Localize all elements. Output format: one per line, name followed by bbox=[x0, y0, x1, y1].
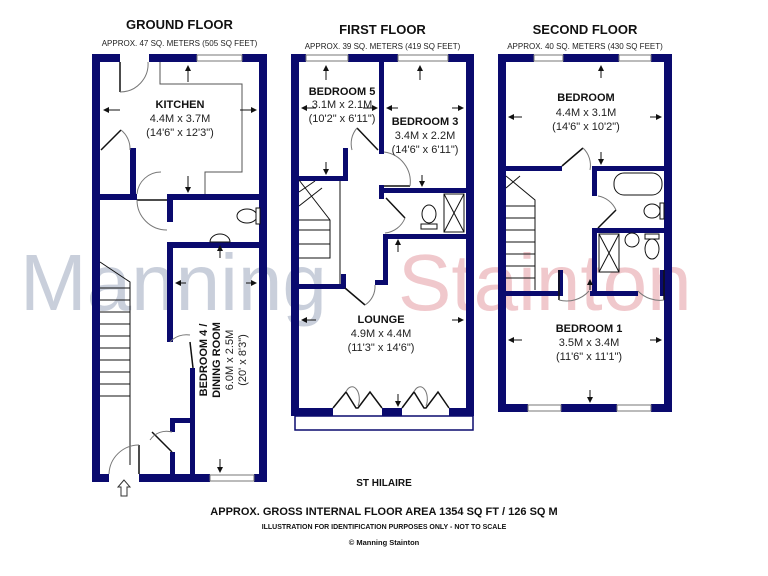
first-floor-title: FIRST FLOOR bbox=[339, 22, 426, 37]
room-imperial-bedroom1: (11'6" x 11'1") bbox=[556, 351, 622, 363]
room-imperial-bedroom3: (14'6" x 6'11") bbox=[392, 144, 459, 156]
room-name-bedroom4-line2: DINING ROOM bbox=[211, 322, 223, 398]
room-name-lounge: LOUNGE bbox=[357, 314, 404, 326]
first-floor-details bbox=[294, 54, 474, 431]
room-metric-bedroom4: 6.0M x 2.5M bbox=[224, 330, 236, 391]
disclaimer: ILLUSTRATION FOR IDENTIFICATION PURPOSES… bbox=[261, 524, 507, 531]
room-name-bedroom1: BEDROOM 1 bbox=[556, 323, 623, 335]
second-floor-details bbox=[505, 54, 665, 412]
ground-floor-details bbox=[99, 54, 261, 482]
ground-floor-title: GROUND FLOOR bbox=[126, 17, 233, 32]
watermark-manning: Manning bbox=[20, 238, 327, 327]
gross-floor-area: APPROX. GROSS INTERNAL FLOOR AREA 1354 S… bbox=[210, 506, 558, 518]
first-floor-area: APPROX. 39 SQ. METERS (419 SQ FEET) bbox=[304, 42, 461, 51]
second-floor-area: APPROX. 40 SQ. METERS (430 SQ FEET) bbox=[507, 42, 663, 51]
room-imperial-bedroom-second: (14'6" x 10'2") bbox=[552, 121, 620, 133]
room-metric-bedroom1: 3.5M x 3.4M bbox=[559, 337, 620, 349]
room-name-bedroom-second: BEDROOM bbox=[557, 92, 614, 104]
room-imperial-bedroom5: (10'2" x 6'11") bbox=[309, 113, 376, 125]
copyright: © Manning Stainton bbox=[348, 538, 420, 547]
ground-floor-area: APPROX. 47 SQ. METERS (505 SQ FEET) bbox=[101, 39, 258, 48]
room-name-bedroom4-line1: BEDROOM 4 / bbox=[198, 324, 210, 397]
entrance-arrow-icon bbox=[116, 479, 132, 497]
room-metric-lounge: 4.9M x 4.4M bbox=[351, 328, 412, 340]
room-name-bedroom5: BEDROOM 5 bbox=[309, 86, 376, 98]
room-metric-bedroom5: 3.1M x 2.1M bbox=[312, 99, 373, 111]
room-imperial-kitchen: (14'6" x 12'3") bbox=[146, 127, 214, 139]
first-floor-plan bbox=[291, 54, 474, 416]
room-metric-bedroom-second: 4.4M x 3.1M bbox=[556, 107, 617, 119]
room-name-bedroom3: BEDROOM 3 bbox=[392, 116, 459, 128]
room-metric-bedroom3: 3.4M x 2.2M bbox=[395, 130, 456, 142]
watermark-stainton: Stainton bbox=[398, 238, 692, 327]
room-name-kitchen: KITCHEN bbox=[156, 99, 205, 111]
room-imperial-lounge: (11'3" x 14'6") bbox=[348, 342, 415, 354]
property-name: ST HILAIRE bbox=[356, 478, 412, 489]
second-floor-title: SECOND FLOOR bbox=[532, 22, 638, 37]
second-floor-plan bbox=[498, 54, 672, 412]
room-imperial-bedroom4: (20' x 8'3") bbox=[237, 334, 249, 386]
room-metric-kitchen: 4.4M x 3.7M bbox=[150, 113, 211, 125]
